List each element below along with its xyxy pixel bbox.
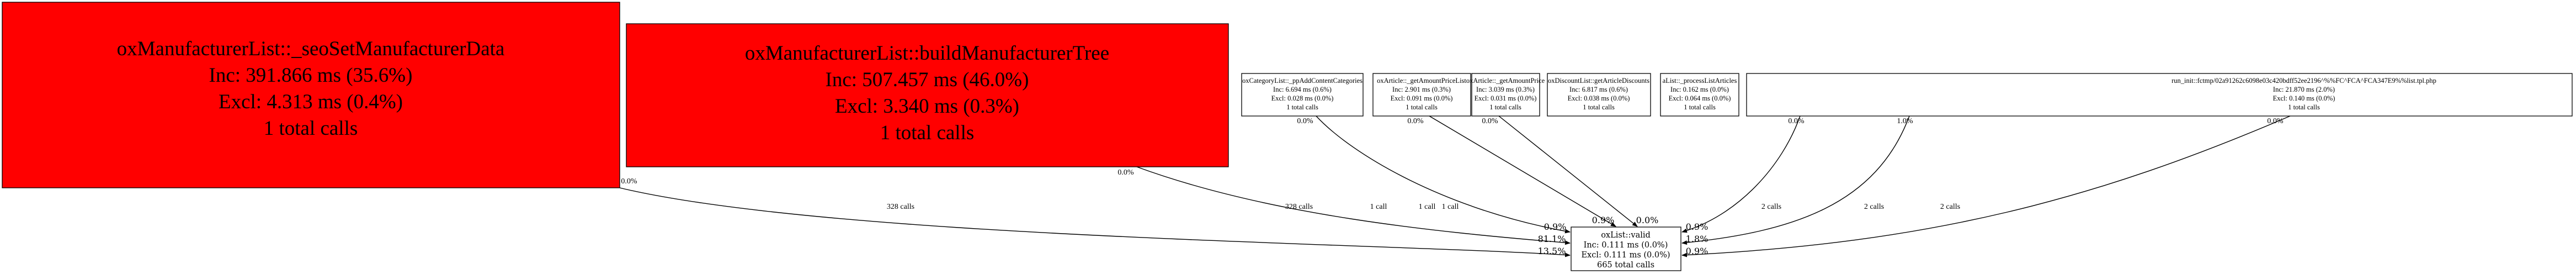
node-excl: Excl: 3.340 ms (0.3%) [835,95,1019,118]
node-inc: Inc: 6.817 ms (0.6%) [1569,86,1628,93]
node-inc: Inc: 3.039 ms (0.3%) [1476,86,1535,93]
edge-target-pct: 0.0% [1636,215,1659,225]
node-name: run_init::fctmp/02a91262c6098e03c420bdff… [2171,77,2436,85]
node-excl: Excl: 0.064 ms (0.0%) [1669,94,1731,102]
node-calls: 1 total calls [880,122,975,144]
node-inc: Inc: 0.111 ms (0.0%) [1584,241,1668,250]
node-name: oxArticle::_getAmountPriceList [1377,77,1466,85]
edge-source-pct: 0.0% [1117,168,1134,177]
edge-source-pct: 0.0% [1297,117,1313,125]
edge-target-pct: 0.9% [1686,246,1709,256]
edge-tree-to-valid: 328 calls 0.0% 81.1% [1117,166,1571,245]
edge-target-pct: 0.9% [1592,215,1615,225]
node-calls: 1 total calls [1583,103,1615,111]
edge-category-to-valid: 1 call 0.0% 0.9% [1297,115,1571,234]
edge-source-pct: 1.0% [1897,117,1913,125]
edge-source-pct: 0.0% [1788,117,1805,125]
node-name: oxManufacturerList::buildManufacturerTre… [745,42,1109,65]
edge-runinit-to-valid: 2 calls 0.0% 0.9% [1681,115,2291,257]
node-excl: Excl: 0.028 ms (0.0%) [1271,94,1334,102]
node-calls: 1 total calls [1684,103,1716,111]
node-name: oxDiscountList::getArticleDiscounts [1548,77,1649,85]
edge-alist-to-valid: 2 calls 1.0% 1.8% [1681,115,1913,245]
node-build-manufacturer-tree[interactable]: oxManufacturerList::buildManufacturerTre… [626,23,1229,167]
node-name: oxManufacturerList::_seoSetManufacturerD… [117,38,505,60]
node-get-article-discounts[interactable]: oxDiscountList::getArticleDiscounts Inc:… [1547,73,1651,117]
edge-calls-label: 1 call [1370,203,1387,211]
node-inc: Inc: 2.901 ms (0.3%) [1392,86,1451,93]
node-calls: 1 total calls [1489,103,1521,111]
edge-source-pct: 0.0% [1482,117,1498,125]
edge-target-pct: 13.5% [1538,246,1566,256]
node-get-amount-price[interactable]: oxArticle::_getAmountPrice Inc: 3.039 ms… [1466,73,1545,117]
node-run-init-list-tpl[interactable]: run_init::fctmp/02a91262c6098e03c420bdff… [1746,73,2573,117]
edge-seo-to-valid: 328 calls 0.0% 13.5% [619,177,1571,257]
node-inc: Inc: 507.457 ms (46.0%) [826,68,1029,91]
node-excl: Excl: 0.091 ms (0.0%) [1391,94,1453,102]
node-process-list-articles[interactable]: aList::_processListArticles Inc: 0.162 m… [1660,73,1739,117]
node-name: oxList::valid [1601,231,1651,240]
edge-amountpricelist-to-valid: 1 call 0.0% 0.9% [1407,115,1616,227]
edge-calls-label: 1 call [1442,203,1459,211]
edge-calls-label: 328 calls [887,203,914,211]
edge-source-pct: 0.0% [621,177,637,186]
edge-calls-label: 1 call [1419,203,1436,211]
edge-calls-label: 328 calls [1285,203,1313,211]
edge-calls-label: 2 calls [1940,203,1960,211]
edge-target-pct: 1.8% [1686,234,1709,244]
node-name: oxCategoryList::_ppAddContentCategories [1242,77,1362,85]
edge-source-pct: 0.0% [2267,117,2284,125]
node-excl: Excl: 0.031 ms (0.0%) [1475,94,1537,102]
node-inc: Inc: 0.162 ms (0.0%) [1670,86,1729,93]
edge-target-pct: 0.9% [1686,222,1709,232]
node-calls: 665 total calls [1597,261,1654,270]
node-excl: Excl: 0.111 ms (0.0%) [1581,251,1670,260]
node-excl: Excl: 0.038 ms (0.0%) [1568,94,1630,102]
node-inc: Inc: 21.870 ms (2.0%) [2273,86,2335,93]
node-name: oxArticle::_getAmountPrice [1466,77,1545,85]
edge-amountprice-to-valid: 1 call 0.0% 0.0% [1442,115,1659,227]
node-name: aList::_processListArticles [1663,77,1737,85]
edge-target-pct: 0.9% [1544,222,1567,232]
node-seo-set-manufacturer-data[interactable]: oxManufacturerList::_seoSetManufacturerD… [2,2,620,188]
edge-target-pct: 81.1% [1538,234,1566,244]
node-get-amount-price-list[interactable]: oxArticle::_getAmountPriceList Inc: 2.90… [1372,73,1471,117]
node-excl: Excl: 0.140 ms (0.0%) [2273,94,2335,102]
node-excl: Excl: 4.313 ms (0.4%) [219,91,403,113]
node-calls: 1 total calls [264,117,358,140]
edge-source-pct: 0.0% [1407,117,1424,125]
node-calls: 1 total calls [2288,103,2320,111]
edge-calls-label: 2 calls [1864,203,1884,211]
edge-discount-to-valid: 2 calls 0.0% 0.9% [1681,115,1805,233]
node-pp-add-content-categories[interactable]: oxCategoryList::_ppAddContentCategories … [1241,73,1364,117]
node-inc: Inc: 6.694 ms (0.6%) [1273,86,1332,93]
node-calls: 1 total calls [1406,103,1438,111]
node-calls: 1 total calls [1286,103,1318,111]
node-inc: Inc: 391.866 ms (35.6%) [209,64,413,87]
edge-calls-label: 2 calls [1761,203,1781,211]
node-oxlist-valid[interactable]: oxList::valid Inc: 0.111 ms (0.0%) Excl:… [1571,226,1681,271]
